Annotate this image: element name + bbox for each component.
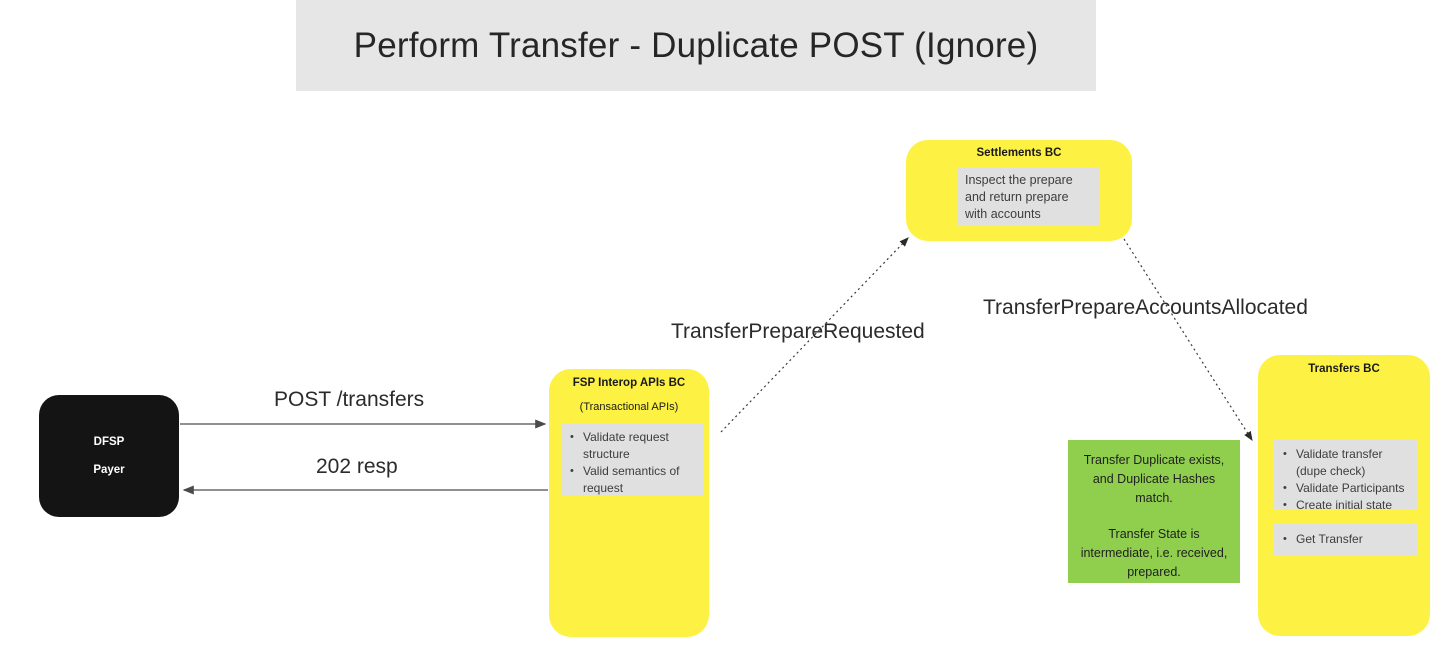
actor-dfsp-label-line2: Payer [93,464,125,476]
list-item: Valid semantics of request [570,463,698,497]
page-title: Perform Transfer - Duplicate POST (Ignor… [353,25,1039,65]
fsp-interop-responsibilities-panel: Validate request structure Valid semanti… [561,423,704,496]
fsp-interop-title: FSP Interop APIs BC [572,377,686,389]
title-banner: Perform Transfer - Duplicate POST (Ignor… [296,0,1096,91]
transfers-primary-responsibilities-panel: Validate transfer (dupe check) Validate … [1274,440,1417,514]
fsp-interop-subtitle: (Transactional APIs) [579,401,679,413]
settlements-title: Settlements BC [976,147,1062,159]
arrow-transfer-prepare-accounts-allocated [1123,238,1253,442]
transfers-primary-list: Validate transfer (dupe check) Validate … [1278,446,1413,514]
list-item: Validate request structure [570,429,698,463]
transfers-secondary-responsibilities-panel: Get Transfer [1274,524,1417,556]
bounded-context-transfers[interactable]: Transfers BC Validate transfer (dupe che… [1258,355,1430,636]
list-item: Validate Participants [1283,480,1413,497]
actor-dfsp-label-line1: DFSP [93,436,125,448]
flow-label-transfer-prepare-accounts-allocated: TransferPrepareAccountsAllocated [983,296,1308,319]
note-paragraph-1: Transfer Duplicate exists, and Duplicate… [1083,453,1225,505]
note-spacer [1074,508,1234,525]
list-item: Create initial state [1283,497,1413,514]
settlements-note-text: Inspect the prepare and return prepare w… [965,173,1073,221]
actor-dfsp-payer[interactable]: DFSP Payer [39,395,179,517]
flow-label-post-transfers: POST /transfers [274,388,425,411]
flow-label-transfer-prepare-requested: TransferPrepareRequested [671,320,925,343]
note-paragraph-2: Transfer State is intermediate, i.e. rec… [1080,527,1228,579]
bounded-context-settlements[interactable]: Settlements BC Inspect the prepare and r… [906,140,1132,241]
list-item: Get Transfer [1283,531,1413,548]
flow-label-202-response: 202 resp [316,455,398,478]
bounded-context-fsp-interop-apis[interactable]: FSP Interop APIs BC (Transactional APIs)… [549,369,709,637]
note-duplicate-detection: Transfer Duplicate exists, and Duplicate… [1068,440,1240,583]
fsp-interop-responsibility-list: Validate request structure Valid semanti… [565,429,698,497]
list-item: Validate transfer (dupe check) [1283,446,1413,480]
settlements-note-panel: Inspect the prepare and return prepare w… [958,167,1100,225]
transfers-title: Transfers BC [1308,363,1380,375]
transfers-secondary-list: Get Transfer [1278,531,1413,548]
